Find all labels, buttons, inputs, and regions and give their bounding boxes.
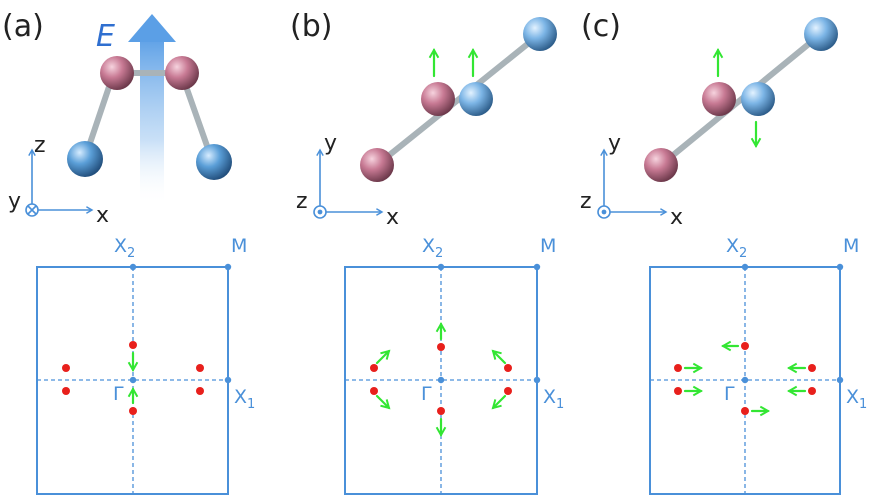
- panel-b-label: (b): [290, 9, 332, 44]
- electric-field-arrow: [128, 14, 176, 205]
- bz-label-m: M: [843, 235, 859, 257]
- panel-b: (b) y x z: [290, 9, 557, 230]
- axis-label-vertical: y: [608, 131, 621, 156]
- atom-blue: [804, 17, 838, 51]
- weyl-shift-arrow: [491, 349, 507, 365]
- atom-pink: [360, 148, 394, 182]
- weyl-point: [741, 342, 749, 350]
- svg-text:X1: X1: [234, 386, 255, 412]
- axis-label-out-of-plane: z: [296, 189, 308, 214]
- bz-zone-a: X2 M X1 Γ: [36, 235, 255, 495]
- panel-c-label: (c): [581, 9, 621, 44]
- weyl-point: [129, 407, 137, 415]
- axes-a: z x y: [8, 133, 109, 228]
- bz-point-gamma: [129, 376, 137, 384]
- bond: [658, 31, 824, 168]
- bz-zone-b: X2 M X1 Γ: [344, 235, 564, 495]
- axis-label-out-of-plane: y: [8, 189, 21, 214]
- atom-blue: [67, 141, 103, 177]
- panel-a-label: (a): [2, 9, 44, 44]
- weyl-point: [370, 387, 378, 395]
- atom-pink: [165, 56, 199, 90]
- weyl-point: [437, 407, 445, 415]
- axis-label-horizontal: x: [670, 205, 683, 230]
- atom-blue: [741, 82, 775, 116]
- bz-point-m: [533, 263, 541, 271]
- bz-label-x1: X: [846, 386, 859, 408]
- weyl-point: [62, 364, 70, 372]
- bond: [83, 72, 116, 158]
- weyl-shift-arrow: [375, 349, 391, 365]
- bz-label-x2-sub: 2: [435, 246, 443, 261]
- bz-label-x1-sub: 1: [859, 397, 867, 412]
- bz-point-x1: [224, 376, 232, 384]
- bz-point-gamma: [741, 376, 749, 384]
- panel-a: (a) E z x y: [2, 9, 232, 228]
- bz-label-gamma: Γ: [421, 383, 432, 405]
- atom-pink: [100, 56, 134, 90]
- weyl-point: [196, 387, 204, 395]
- weyl-point: [674, 364, 682, 372]
- bz-label-m: M: [231, 235, 247, 257]
- atom-blue: [196, 144, 232, 180]
- axis-label-vertical: z: [34, 133, 46, 158]
- axes-c: y x z: [580, 131, 683, 230]
- axis-label-horizontal: x: [386, 205, 399, 230]
- bz-label-gamma: Γ: [724, 383, 735, 405]
- panel-c: (c) y x z: [580, 9, 838, 230]
- svg-text:X2: X2: [114, 235, 135, 261]
- weyl-point: [196, 364, 204, 372]
- bz-label-x2-sub: 2: [127, 246, 135, 261]
- weyl-point: [370, 364, 378, 372]
- bz-point-x2: [741, 263, 749, 271]
- atom-pink: [702, 82, 736, 116]
- weyl-point: [504, 387, 512, 395]
- svg-text:X1: X1: [543, 386, 564, 412]
- bz-point-m: [224, 263, 232, 271]
- bz-point-m: [836, 263, 844, 271]
- atom-pink: [644, 148, 678, 182]
- weyl-point: [808, 364, 816, 372]
- weyl-shift-arrow: [375, 394, 391, 410]
- bond: [374, 31, 543, 168]
- bz-label-x2: X: [114, 235, 127, 257]
- bz-label-x2: X: [422, 235, 435, 257]
- bz-label-x1: X: [543, 386, 556, 408]
- weyl-point: [62, 387, 70, 395]
- axis-label-horizontal: x: [96, 203, 109, 228]
- weyl-point: [808, 387, 816, 395]
- bz-label-x2: X: [726, 235, 739, 257]
- weyl-point: [741, 407, 749, 415]
- bz-label-x1-sub: 1: [247, 397, 255, 412]
- field-label: E: [96, 19, 115, 54]
- bz-label-x1: X: [234, 386, 247, 408]
- bz-point-x2: [129, 263, 137, 271]
- atom-blue: [523, 17, 557, 51]
- bz-point-x2: [437, 263, 445, 271]
- atom-blue: [459, 82, 493, 116]
- weyl-point: [674, 387, 682, 395]
- bz-label-m: M: [540, 235, 556, 257]
- axis-label-out-of-plane: z: [580, 189, 592, 214]
- weyl-shift-arrow: [491, 394, 507, 410]
- svg-text:X2: X2: [726, 235, 747, 261]
- axis-label-vertical: y: [324, 131, 337, 156]
- svg-text:X1: X1: [846, 386, 867, 412]
- bz-point-gamma: [437, 376, 445, 384]
- weyl-point: [504, 364, 512, 372]
- bz-label-gamma: Γ: [113, 383, 124, 405]
- axes-b: y x z: [296, 131, 399, 230]
- weyl-point: [437, 343, 445, 351]
- bz-point-x1: [836, 376, 844, 384]
- bz-label-x1-sub: 1: [556, 397, 564, 412]
- bz-point-x1: [533, 376, 541, 384]
- atom-pink: [421, 82, 455, 116]
- bz-label-x2-sub: 2: [739, 246, 747, 261]
- svg-text:X2: X2: [422, 235, 443, 261]
- weyl-point: [129, 341, 137, 349]
- bz-zone-c: X2 M X1 Γ: [649, 235, 867, 495]
